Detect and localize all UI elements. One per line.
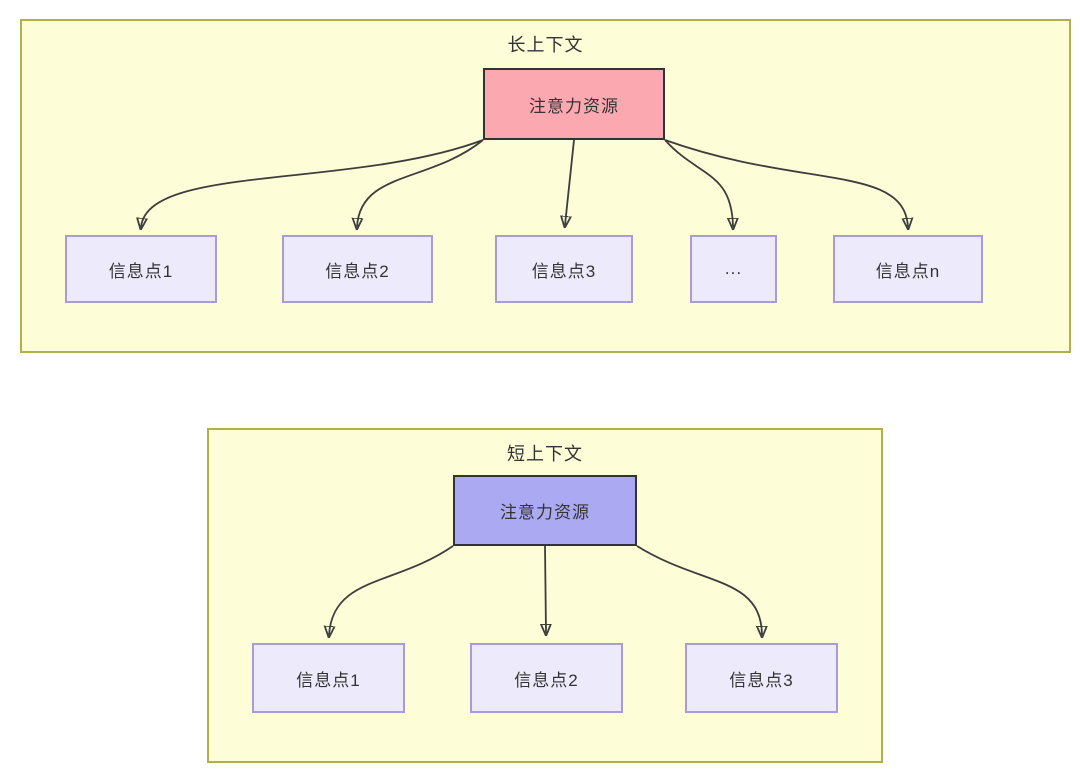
arrow-to-info-1: [329, 545, 454, 635]
attention-resource-node: 注意力资源: [483, 68, 665, 140]
info-node-label: 信息点1: [296, 670, 361, 690]
info-node-2: 信息点2: [470, 643, 623, 713]
info-node-n: 信息点n: [833, 235, 983, 303]
info-node-1: 信息点1: [252, 643, 405, 713]
arrow-to-info-2: [545, 545, 546, 633]
info-node-2: 信息点2: [282, 235, 433, 303]
info-node-3: 信息点3: [495, 235, 633, 303]
info-node-ellipsis: ...: [690, 235, 777, 303]
attention-resource-label: 注意力资源: [500, 503, 590, 522]
info-node-label: 信息点3: [729, 670, 794, 690]
arrow-to-info-2: [357, 139, 484, 227]
info-node-label: 信息点1: [108, 261, 174, 281]
info-node-label: 信息点n: [875, 261, 941, 281]
attention-resource-label: 注意力资源: [529, 96, 619, 116]
info-node-label: 信息点2: [325, 261, 390, 281]
short-context-panel: 短上下文 注意力资源 信息点1 信息点2 信息点3: [207, 428, 883, 763]
arrow-to-info-3: [565, 139, 575, 225]
info-node-label: ...: [724, 259, 743, 278]
info-node-label: 信息点2: [514, 670, 579, 690]
info-node-1: 信息点1: [65, 235, 217, 303]
info-node-label: 信息点3: [531, 261, 597, 281]
long-context-panel: 长上下文 注意力资源 信息点1 信息点2 信息点3 ...: [20, 19, 1071, 353]
info-node-3: 信息点3: [685, 643, 838, 713]
long-context-title: 长上下文: [507, 35, 584, 55]
arrow-to-info-n: [664, 139, 908, 227]
attention-resource-node: 注意力资源: [453, 475, 637, 546]
arrow-to-info-dots: [664, 139, 733, 227]
arrow-to-info-3: [636, 545, 762, 635]
short-context-title: 短上下文: [507, 444, 583, 464]
arrow-to-info-1: [141, 139, 484, 227]
